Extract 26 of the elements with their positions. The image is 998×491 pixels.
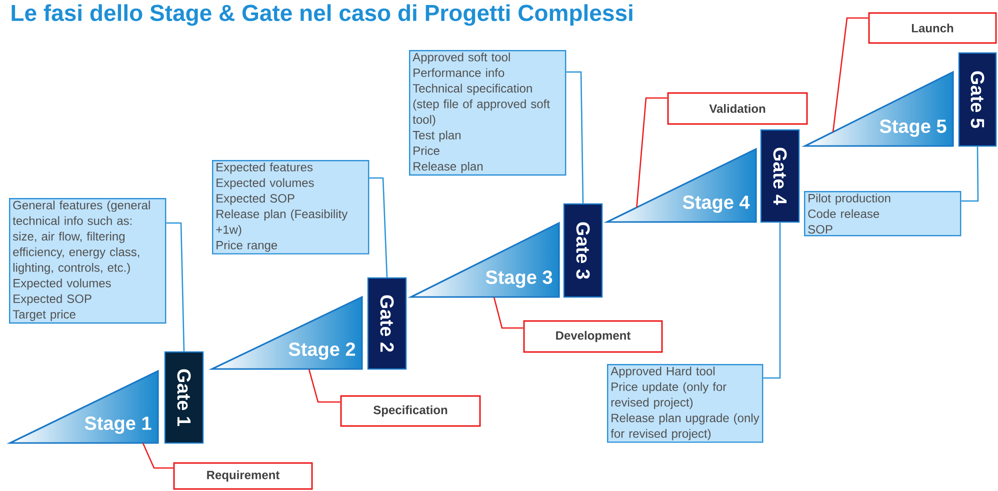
phase-box: Launch — [868, 12, 997, 44]
info-box: Expected features Expected volumes Expected SOP Release plan (Feasibility +1w) Price range — [212, 160, 370, 254]
phase-box: Development — [523, 320, 663, 353]
leader-line — [369, 177, 388, 278]
gate-box: Gate 3 — [563, 203, 603, 298]
leader-line — [636, 97, 668, 208]
gate-box: Gate 5 — [958, 52, 997, 147]
title: Le fasi dello Stage & Gate nel caso di Progetti Complessi — [12, 4, 632, 26]
phase-box: Validation — [667, 92, 808, 125]
gate-box: Gate 1 — [164, 351, 204, 444]
gate-box: Gate 4 — [760, 129, 800, 223]
info-box: Approved soft tool Performance info Technical specification (step file of approved soft tool) Test plan Price Release plan — [409, 50, 566, 176]
info-box: Approved Hard tool Price update (only for revised project) Release plan upgrade (only for revised project) — [607, 364, 764, 443]
leader-line — [566, 71, 584, 204]
leader-line — [142, 442, 174, 469]
phase-box: Requirement — [173, 462, 313, 490]
phase-box: Specification — [340, 395, 481, 427]
info-box: Pilot production Code release SOP — [804, 191, 962, 236]
gate-box: Gate 2 — [367, 277, 407, 370]
leader-line — [961, 146, 979, 202]
leader-line — [763, 222, 781, 379]
leader-line — [166, 222, 185, 352]
leader-line — [832, 17, 868, 132]
leader-line — [493, 297, 524, 329]
info-box: General features (general technical info such as: size, air flow, filtering efficiency, energy class, lighting, controls, etc.) Expected volumes Expected SOP Target price — [9, 198, 166, 324]
leader-line — [308, 369, 340, 403]
